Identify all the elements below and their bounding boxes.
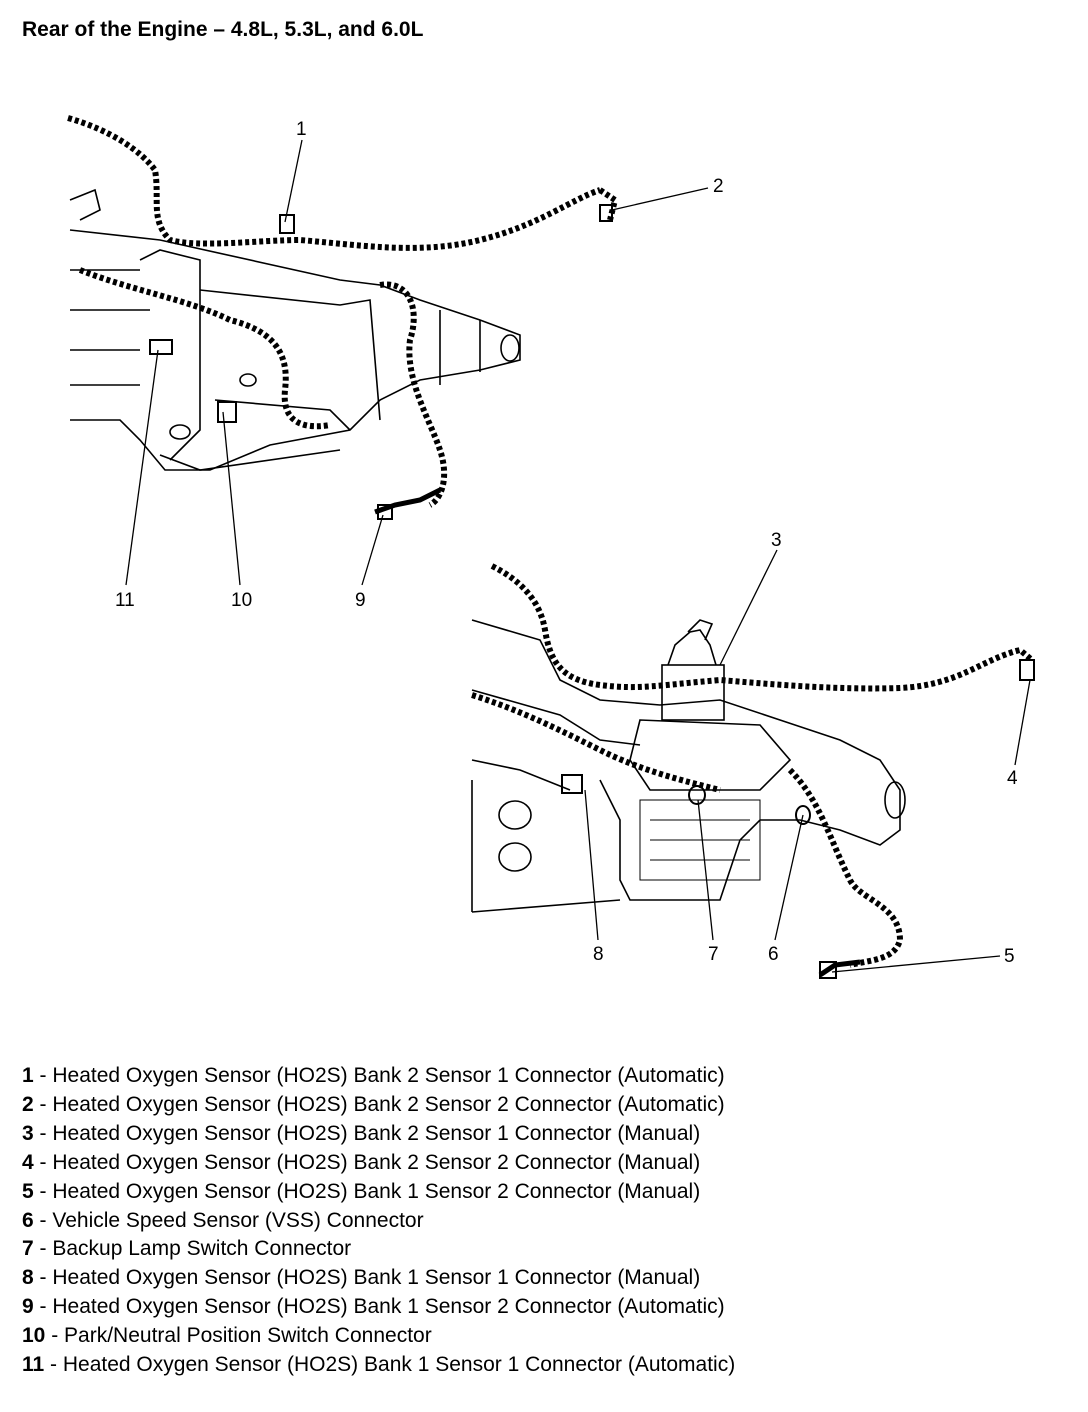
- legend-text: Heated Oxygen Sensor (HO2S) Bank 1 Senso…: [52, 1295, 725, 1319]
- callout-1: 1: [296, 119, 307, 140]
- callout-7: 7: [708, 944, 719, 965]
- legend-number: 1: [22, 1064, 34, 1087]
- legend-number: 5: [22, 1179, 34, 1203]
- engine-diagram: 1 2 3 4 5 6 7 8 9 10 11: [67, 115, 1035, 979]
- legend-number: 7: [22, 1237, 34, 1261]
- legend-item: 2 - Heated Oxygen Sensor (HO2S) Bank 2 S…: [22, 1092, 725, 1116]
- manual-transmission-illustration: [471, 563, 1035, 979]
- legend-number: 9: [22, 1295, 34, 1319]
- legend-text: Heated Oxygen Sensor (HO2S) Bank 2 Senso…: [52, 1064, 725, 1087]
- legend-text: Heated Oxygen Sensor (HO2S) Bank 1 Senso…: [62, 1353, 736, 1377]
- callout-2: 2: [713, 176, 724, 197]
- legend-item: 6 - Vehicle Speed Sensor (VSS) Connector: [22, 1208, 424, 1232]
- legend-text: Backup Lamp Switch Connector: [52, 1237, 352, 1261]
- callout-11: 11: [115, 590, 135, 611]
- legend-item: 11 - Heated Oxygen Sensor (HO2S) Bank 1 …: [22, 1353, 736, 1377]
- callout-6: 6: [768, 944, 779, 965]
- legend-number: 2: [22, 1092, 34, 1116]
- callout-8: 8: [593, 944, 604, 965]
- legend-list: 1 - Heated Oxygen Sensor (HO2S) Bank 2 S…: [22, 1062, 735, 1380]
- callout-10: 10: [231, 590, 252, 611]
- callout-4: 4: [1007, 768, 1018, 789]
- wiring-harness-bottom: [490, 563, 1034, 692]
- legend-item: 4 - Heated Oxygen Sensor (HO2S) Bank 2 S…: [22, 1150, 701, 1174]
- legend-number: 11: [22, 1353, 45, 1377]
- legend-text: Heated Oxygen Sensor (HO2S) Bank 1 Senso…: [52, 1266, 701, 1290]
- legend-text: Vehicle Speed Sensor (VSS) Connector: [52, 1208, 424, 1232]
- callout-numbers: 1 2 3 4 5 6 7 8 9 10 11: [115, 119, 1018, 967]
- page-title: Rear of the Engine – 4.8L, 5.3L, and 6.0…: [22, 18, 424, 41]
- legend-item: 9 - Heated Oxygen Sensor (HO2S) Bank 1 S…: [22, 1295, 725, 1319]
- legend-item: 1 - Heated Oxygen Sensor (HO2S) Bank 2 S…: [22, 1064, 725, 1087]
- callout-3: 3: [771, 530, 782, 551]
- legend-number: 3: [22, 1121, 34, 1145]
- legend-text: Heated Oxygen Sensor (HO2S) Bank 2 Senso…: [52, 1121, 701, 1145]
- legend-item: 8 - Heated Oxygen Sensor (HO2S) Bank 1 S…: [22, 1266, 701, 1290]
- legend-number: 4: [22, 1150, 34, 1174]
- leader-lines: [125, 139, 1031, 973]
- automatic-transmission-illustration: [67, 115, 619, 520]
- callout-9: 9: [355, 590, 366, 611]
- legend-item: 5 - Heated Oxygen Sensor (HO2S) Bank 1 S…: [22, 1179, 701, 1203]
- legend-text: Heated Oxygen Sensor (HO2S) Bank 2 Senso…: [52, 1150, 701, 1174]
- legend-item: 3 - Heated Oxygen Sensor (HO2S) Bank 2 S…: [22, 1121, 701, 1145]
- legend-number: 10: [22, 1324, 46, 1348]
- legend-number: 6: [22, 1208, 34, 1232]
- legend-text: Heated Oxygen Sensor (HO2S) Bank 1 Senso…: [52, 1179, 701, 1203]
- legend-text: Park/Neutral Position Switch Connector: [64, 1324, 432, 1348]
- legend-number: 8: [22, 1266, 34, 1290]
- wiring-harness-top: [67, 115, 601, 251]
- legend-item: 10 - Park/Neutral Position Switch Connec…: [22, 1324, 432, 1348]
- legend-text: Heated Oxygen Sensor (HO2S) Bank 2 Senso…: [52, 1092, 725, 1116]
- legend-item: 7 - Backup Lamp Switch Connector: [22, 1237, 352, 1261]
- callout-5: 5: [1004, 946, 1015, 967]
